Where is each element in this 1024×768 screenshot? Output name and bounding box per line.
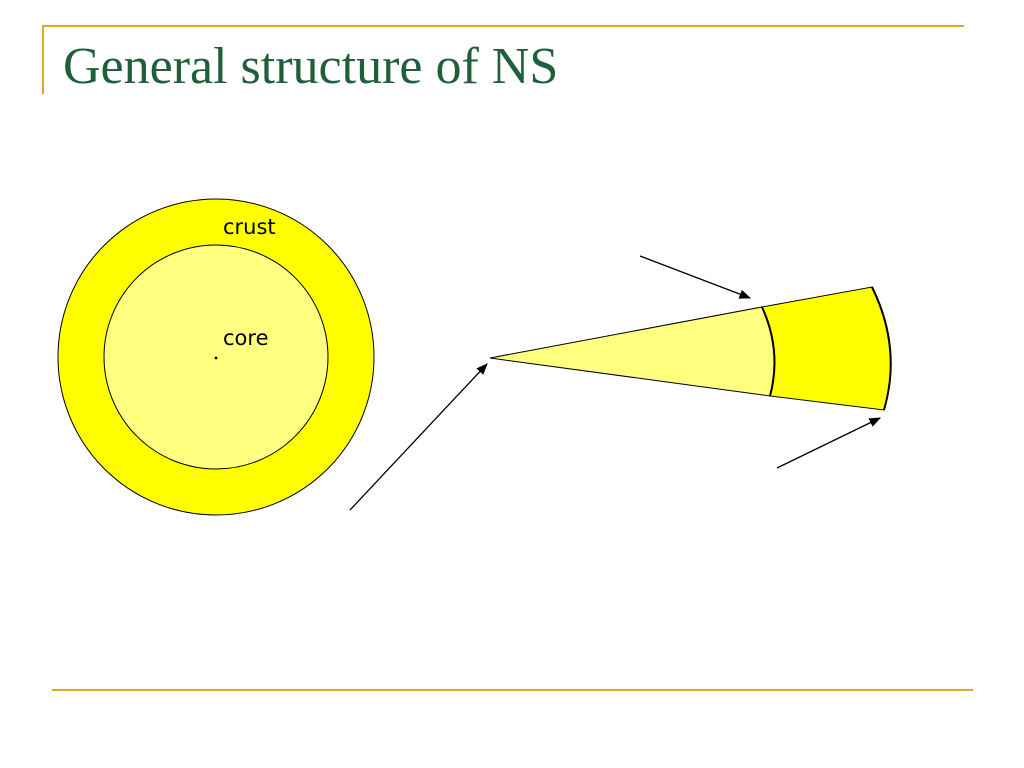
arrow-to-core-crust-boundary bbox=[639, 255, 752, 299]
wedge-surface-arc bbox=[871, 286, 892, 411]
center-point bbox=[214, 356, 218, 360]
crust-label: crust bbox=[223, 215, 276, 239]
title-rule-left bbox=[42, 25, 44, 94]
arrow-to-wedge-center bbox=[349, 363, 488, 511]
wedge-boundary-arc bbox=[761, 306, 776, 397]
core-label: core bbox=[223, 326, 269, 350]
wedge-crust-segment bbox=[761, 286, 892, 411]
bottom-rule bbox=[52, 689, 973, 691]
title-rule-top bbox=[42, 25, 964, 27]
slide-title: General structure of NS bbox=[63, 38, 559, 95]
wedge-core-segment bbox=[489, 306, 775, 397]
arrow-to-star-surface bbox=[776, 417, 882, 469]
